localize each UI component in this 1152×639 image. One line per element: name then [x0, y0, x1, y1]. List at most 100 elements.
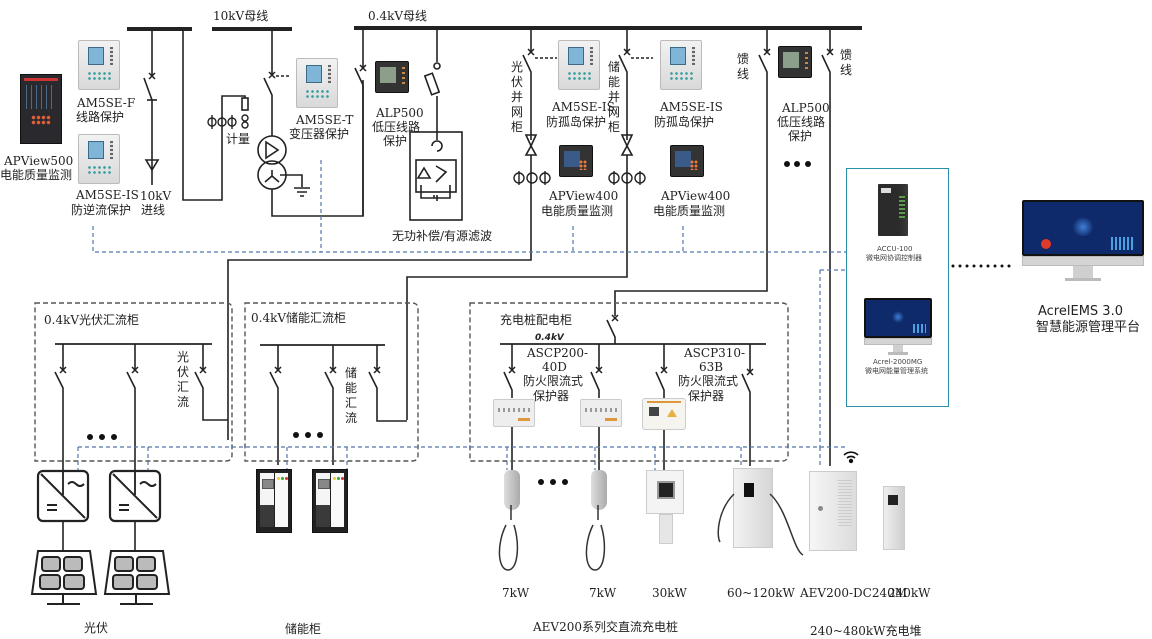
incoming-10kv-line: [143, 29, 153, 185]
am5se-is-pv-device: [558, 40, 600, 90]
charger-power-2: 7kW: [589, 586, 617, 600]
acrelems-monitor: [1022, 200, 1144, 282]
am5se-is-reverse-device: [78, 134, 120, 184]
transformer-primary: [257, 135, 287, 165]
apview400-es-device: [670, 145, 704, 177]
charger-cable-1: [498, 505, 519, 571]
dispenser-240kw: [883, 486, 905, 550]
alp500-right-line2: 保护: [788, 129, 813, 143]
am5se-is-reverse-desc: 防逆流保护: [71, 203, 132, 217]
ascp310-line3: 防火限流式: [678, 374, 739, 388]
alp500-left-line2: 保护: [383, 134, 408, 148]
incoming-10kv-label-2: 进线: [141, 203, 166, 217]
apview500-model: APView500: [4, 154, 74, 168]
am5se-is-pv-model: AM5SE-IS: [552, 100, 615, 114]
ascp200-protector-2: [580, 399, 622, 427]
am5se-f-model: AM5SE-F: [77, 96, 136, 110]
am5se-f-desc: 线路保护: [76, 110, 125, 124]
es-combiner-panel: [244, 302, 419, 462]
alp500-right-line1: 低压线路: [777, 115, 826, 129]
ac-charger-7kw-1: [504, 470, 520, 510]
accu-100-model: ACCU-100: [877, 245, 913, 253]
ascp310-protector: [642, 398, 686, 430]
ascp310-line2: 63B: [699, 360, 724, 374]
ascp310-line1: ASCP310-: [684, 346, 746, 360]
am5se-is-pv-desc: 防孤岛保护: [546, 115, 607, 129]
am5se-is-es-desc: 防孤岛保护: [654, 115, 715, 129]
ac-charger-7kw-2: [591, 470, 607, 510]
charger-cable-2: [585, 505, 606, 571]
ascp200-line3: 防火限流式: [523, 374, 584, 388]
dc-charger-30kw: [646, 470, 684, 544]
apview400-es-model: APView400: [661, 189, 731, 203]
am5se-is-es-model: AM5SE-IS: [660, 100, 723, 114]
pv-combiner-vertical: 光伏汇流: [176, 350, 189, 409]
bus-04kv-label: 0.4kV母线: [368, 9, 428, 23]
acrel-2000mg-desc: 微电网能量管理系统: [865, 367, 928, 375]
apview500-desc: 电能质量监测: [0, 168, 73, 182]
bus-10kv-label: 10kV母线: [213, 9, 269, 23]
es-cabinet-label: 储能柜: [285, 622, 322, 636]
am5se-t-device: [296, 58, 338, 108]
apview400-pv-device: [559, 145, 593, 177]
charging-cabinet-panel: [469, 302, 789, 462]
apview400-pv-model: APView400: [549, 189, 619, 203]
solar-panel-1: [30, 550, 98, 605]
feeder-right-label: 馈线: [839, 48, 852, 77]
ascp200-line4: 保护器: [533, 389, 570, 403]
charging-cabinet-voltage: 0.4kV: [535, 333, 564, 343]
feeder-left-label: 馈线: [736, 52, 749, 81]
ascp200-protector-1: [493, 399, 535, 427]
charger-power-1: 7kW: [502, 586, 530, 600]
am5se-is-es-device: [660, 40, 702, 90]
alp500-right-device: [778, 46, 812, 78]
ascp310-line4: 保护器: [688, 389, 725, 403]
comm-bus-top: [92, 226, 846, 253]
apview400-pv-desc: 电能质量监测: [541, 204, 614, 218]
wifi-icon: [843, 451, 859, 464]
alp500-right-model: ALP500: [782, 101, 830, 115]
solar-panel-2: [103, 550, 171, 605]
pv-grid-cabinet-label: 光伏并网柜: [510, 60, 523, 134]
am5se-is-reverse-model: AM5SE-IS: [76, 188, 139, 202]
charger-series-label: AEV200系列交直流充电桩: [533, 620, 678, 634]
ascp200-line2: 40D: [542, 360, 567, 374]
es-grid-cabinet-label: 储能并网柜: [607, 60, 620, 134]
alp500-left-line1: 低压线路: [372, 120, 421, 134]
pv-combiner-title: 0.4kV光伏汇流柜: [44, 313, 140, 327]
charger-power-6: 240kW: [888, 586, 931, 600]
charger-power-5: AEV200-DC240M: [800, 586, 908, 600]
charging-stack-aev200-dc240m: [809, 471, 857, 551]
ascp200-line1: ASCP200-: [527, 346, 589, 360]
acrel-2000mg-monitor: [864, 298, 932, 358]
apview400-es-desc: 电能质量监测: [653, 204, 726, 218]
platform-name: AcrelEMS 3.0: [1038, 304, 1123, 319]
accu-100-device: [878, 184, 908, 236]
reactive-comp-box: [409, 131, 463, 221]
es-combiner-title: 0.4kV储能汇流柜: [251, 311, 347, 325]
acrel-2000mg-model: Acrel-2000MG: [873, 358, 923, 366]
platform-desc: 智慧能源管理平台: [1036, 320, 1141, 335]
metering-label: 计量: [226, 132, 251, 146]
pv-combiner-panel: [34, 302, 233, 462]
charging-stack-label: 240~480kW充电堆: [810, 624, 922, 638]
dc-charger-60-120kw: [733, 468, 773, 548]
apview500-device: [20, 74, 62, 144]
energy-storage-cabinet-1: [256, 469, 292, 533]
charging-cabinet-title: 充电桩配电柜: [500, 313, 573, 327]
am5se-f-device: [78, 40, 120, 90]
alp500-left-model: ALP500: [376, 106, 424, 120]
energy-storage-cabinet-2: [312, 469, 348, 533]
accu-100-desc: 微电网协调控制器: [866, 254, 922, 262]
pv-label: 光伏: [84, 621, 109, 635]
charger-power-4: 60~120kW: [727, 586, 795, 600]
es-combiner-vertical: 储能汇流: [344, 366, 357, 425]
charger-power-3: 30kW: [652, 586, 687, 600]
am5se-t-desc: 变压器保护: [289, 127, 350, 141]
reactive-comp-label: 无功补偿/有源滤波: [392, 229, 493, 243]
incoming-10kv-label-1: 10kV: [140, 189, 172, 203]
alp500-left-device: [375, 61, 409, 93]
microgrid-control-panel: [846, 168, 949, 407]
am5se-t-model: AM5SE-T: [296, 113, 354, 127]
